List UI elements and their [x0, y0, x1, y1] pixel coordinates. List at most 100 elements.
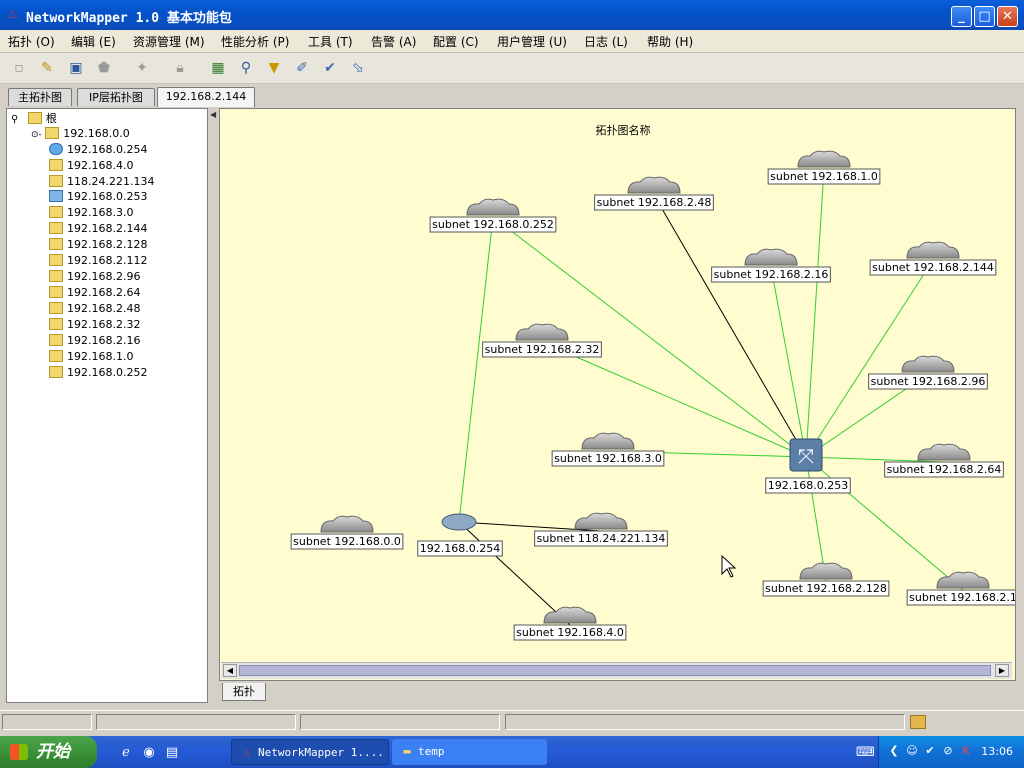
tree-item[interactable]: 192.168.3.0	[49, 205, 133, 221]
router-node-label[interactable]: 192.168.0.254	[417, 540, 503, 557]
network-link[interactable]	[770, 266, 807, 458]
document-icon[interactable]: ▤	[165, 745, 179, 760]
k-icon[interactable]: K	[962, 744, 970, 757]
tree-item[interactable]: 192.168.0.252	[49, 365, 147, 381]
check-icon[interactable]: ✔	[324, 60, 336, 76]
panel-splitter[interactable]: ◀	[208, 108, 216, 703]
tree-item[interactable]: 192.168.2.32	[49, 317, 140, 333]
subnet-cloud-icon[interactable]	[906, 241, 960, 259]
subnet-node[interactable]: subnet 192.168.2.128	[762, 580, 890, 597]
switch-node-label[interactable]: 192.168.0.253	[765, 477, 851, 494]
router-icon[interactable]	[441, 513, 477, 531]
subnet-cloud-icon[interactable]	[799, 562, 853, 580]
tree-item[interactable]: 192.168.2.112	[49, 253, 147, 269]
network-link[interactable]	[805, 259, 934, 458]
edit-icon[interactable]: ✐	[296, 60, 308, 76]
subnet-node[interactable]: subnet 192.168.3.0	[551, 450, 665, 467]
open-icon[interactable]: ✎	[41, 60, 53, 76]
tab-ip-topology[interactable]: IP层拓扑图	[77, 88, 155, 106]
tree-item[interactable]: 192.168.0.253	[49, 189, 147, 205]
subnet-cloud-icon[interactable]	[320, 515, 374, 533]
antivirus-icon[interactable]: ⊘	[943, 744, 953, 757]
shield-icon[interactable]: ✔	[925, 744, 935, 757]
tab-main-topology[interactable]: 主拓扑图	[8, 88, 72, 106]
new-icon[interactable]: ▫	[14, 60, 24, 76]
tab-topology-bottom[interactable]: 拓扑	[222, 683, 266, 701]
menu-performance[interactable]: 性能分析 (P)	[221, 35, 290, 49]
subnet-cloud-icon[interactable]	[901, 355, 955, 373]
maximize-button[interactable]: □	[974, 6, 995, 27]
task-networkmapper[interactable]: ♨ NetworkMapper 1....	[231, 739, 389, 765]
subnet-node[interactable]: subnet 192.168.2.32	[482, 341, 602, 358]
tree-item[interactable]: 192.168.2.128	[49, 237, 147, 253]
subnet-cloud-icon[interactable]	[797, 150, 851, 168]
subnet-cloud-icon[interactable]	[936, 571, 990, 589]
menu-topology[interactable]: 拓扑 (O)	[8, 35, 55, 49]
subnet-node[interactable]: subnet 192.168.2.16	[711, 266, 831, 283]
tree-item[interactable]: 192.168.0.254	[49, 142, 147, 158]
expand-handle-icon[interactable]: ⚲	[11, 114, 19, 125]
print-icon[interactable]: ⬟	[97, 60, 111, 76]
menu-users[interactable]: 用户管理 (U)	[497, 35, 567, 49]
tree-item[interactable]: 192.168.2.48	[49, 301, 140, 317]
subnet-node[interactable]: subnet 192.168.2.64	[884, 461, 1004, 478]
menu-resource[interactable]: 资源管理 (M)	[133, 35, 205, 49]
subnet-cloud-icon[interactable]	[917, 443, 971, 461]
grid-icon[interactable]: ▦	[211, 60, 225, 76]
network-link[interactable]	[805, 456, 945, 463]
network-link[interactable]	[458, 216, 494, 523]
subnet-cloud-icon[interactable]	[466, 198, 520, 216]
menu-tools[interactable]: 工具 (T)	[308, 35, 353, 49]
subnet-cloud-icon[interactable]	[744, 248, 798, 266]
tree-item[interactable]: 192.168.2.96	[49, 269, 140, 285]
subnet-node[interactable]: subnet 192.168.2.96	[868, 373, 988, 390]
subnet-node[interactable]: subnet 192.168.4.0	[513, 624, 627, 641]
save-icon[interactable]: ▣	[69, 60, 83, 76]
network-link[interactable]	[805, 168, 825, 458]
subnet-node[interactable]: subnet 192.168.2.1	[906, 589, 1016, 606]
subnet-cloud-icon[interactable]	[515, 323, 569, 341]
network-link[interactable]	[805, 456, 827, 582]
expand-handle-icon[interactable]: ⊙-	[31, 130, 42, 140]
close-button[interactable]: ✕	[997, 6, 1018, 27]
select-icon[interactable]: ⬂	[352, 60, 364, 76]
tree-item[interactable]: 192.168.4.0	[49, 158, 133, 174]
subnet-node[interactable]: subnet 192.168.2.48	[594, 194, 714, 211]
tree-item[interactable]: 192.168.2.64	[49, 285, 140, 301]
clear-icon[interactable]: ✦	[136, 60, 148, 76]
tree-item[interactable]: 118.24.221.134	[49, 174, 154, 190]
tree-item[interactable]: 192.168.2.16	[49, 333, 140, 349]
menu-config[interactable]: 配置 (C)	[433, 35, 479, 49]
horizontal-scrollbar[interactable]: ◀ ▶	[221, 662, 1012, 679]
show-hidden-icon[interactable]: ❮	[889, 744, 899, 757]
tree-item[interactable]: ⊙- 192.168.0.0	[31, 126, 130, 142]
tab-192-168-2-144[interactable]: 192.168.2.144	[157, 87, 255, 107]
media-icon[interactable]: ◉	[143, 745, 155, 760]
subnet-node[interactable]: subnet 192.168.2.144	[869, 259, 997, 276]
switch-icon[interactable]	[789, 438, 823, 472]
zoom-icon[interactable]: ⚲	[240, 60, 252, 76]
menu-edit[interactable]: 编辑 (E)	[71, 35, 116, 49]
title-bar[interactable]: ♨ NetworkMapper 1.0 基本功能包 _ □ ✕	[0, 0, 1024, 32]
task-temp[interactable]: ▬ temp	[392, 739, 547, 765]
minimize-button[interactable]: _	[951, 6, 972, 27]
menu-alarm[interactable]: 告警 (A)	[371, 35, 417, 49]
tree-root[interactable]: ⚲ 根	[11, 111, 57, 127]
subnet-node[interactable]: subnet 118.24.221.134	[534, 530, 668, 547]
subnet-node[interactable]: subnet 192.168.1.0	[767, 168, 881, 185]
lock-icon[interactable]: 🔒︎	[176, 60, 184, 76]
tree-item[interactable]: 192.168.2.144	[49, 221, 147, 237]
qq-icon[interactable]: ☺	[906, 744, 918, 757]
ie-icon[interactable]: ℯ	[122, 745, 130, 760]
scroll-left-icon[interactable]: ◀	[223, 664, 237, 677]
subnet-cloud-icon[interactable]	[543, 606, 597, 624]
keyboard-icon[interactable]: ⌨	[856, 745, 875, 760]
network-link[interactable]	[541, 341, 807, 458]
network-link[interactable]	[492, 216, 807, 458]
collapse-arrow-icon[interactable]: ◀	[210, 110, 217, 119]
scroll-right-icon[interactable]: ▶	[995, 664, 1009, 677]
subnet-cloud-icon[interactable]	[581, 432, 635, 450]
subnet-cloud-icon[interactable]	[627, 176, 681, 194]
subnet-cloud-icon[interactable]	[574, 512, 628, 530]
